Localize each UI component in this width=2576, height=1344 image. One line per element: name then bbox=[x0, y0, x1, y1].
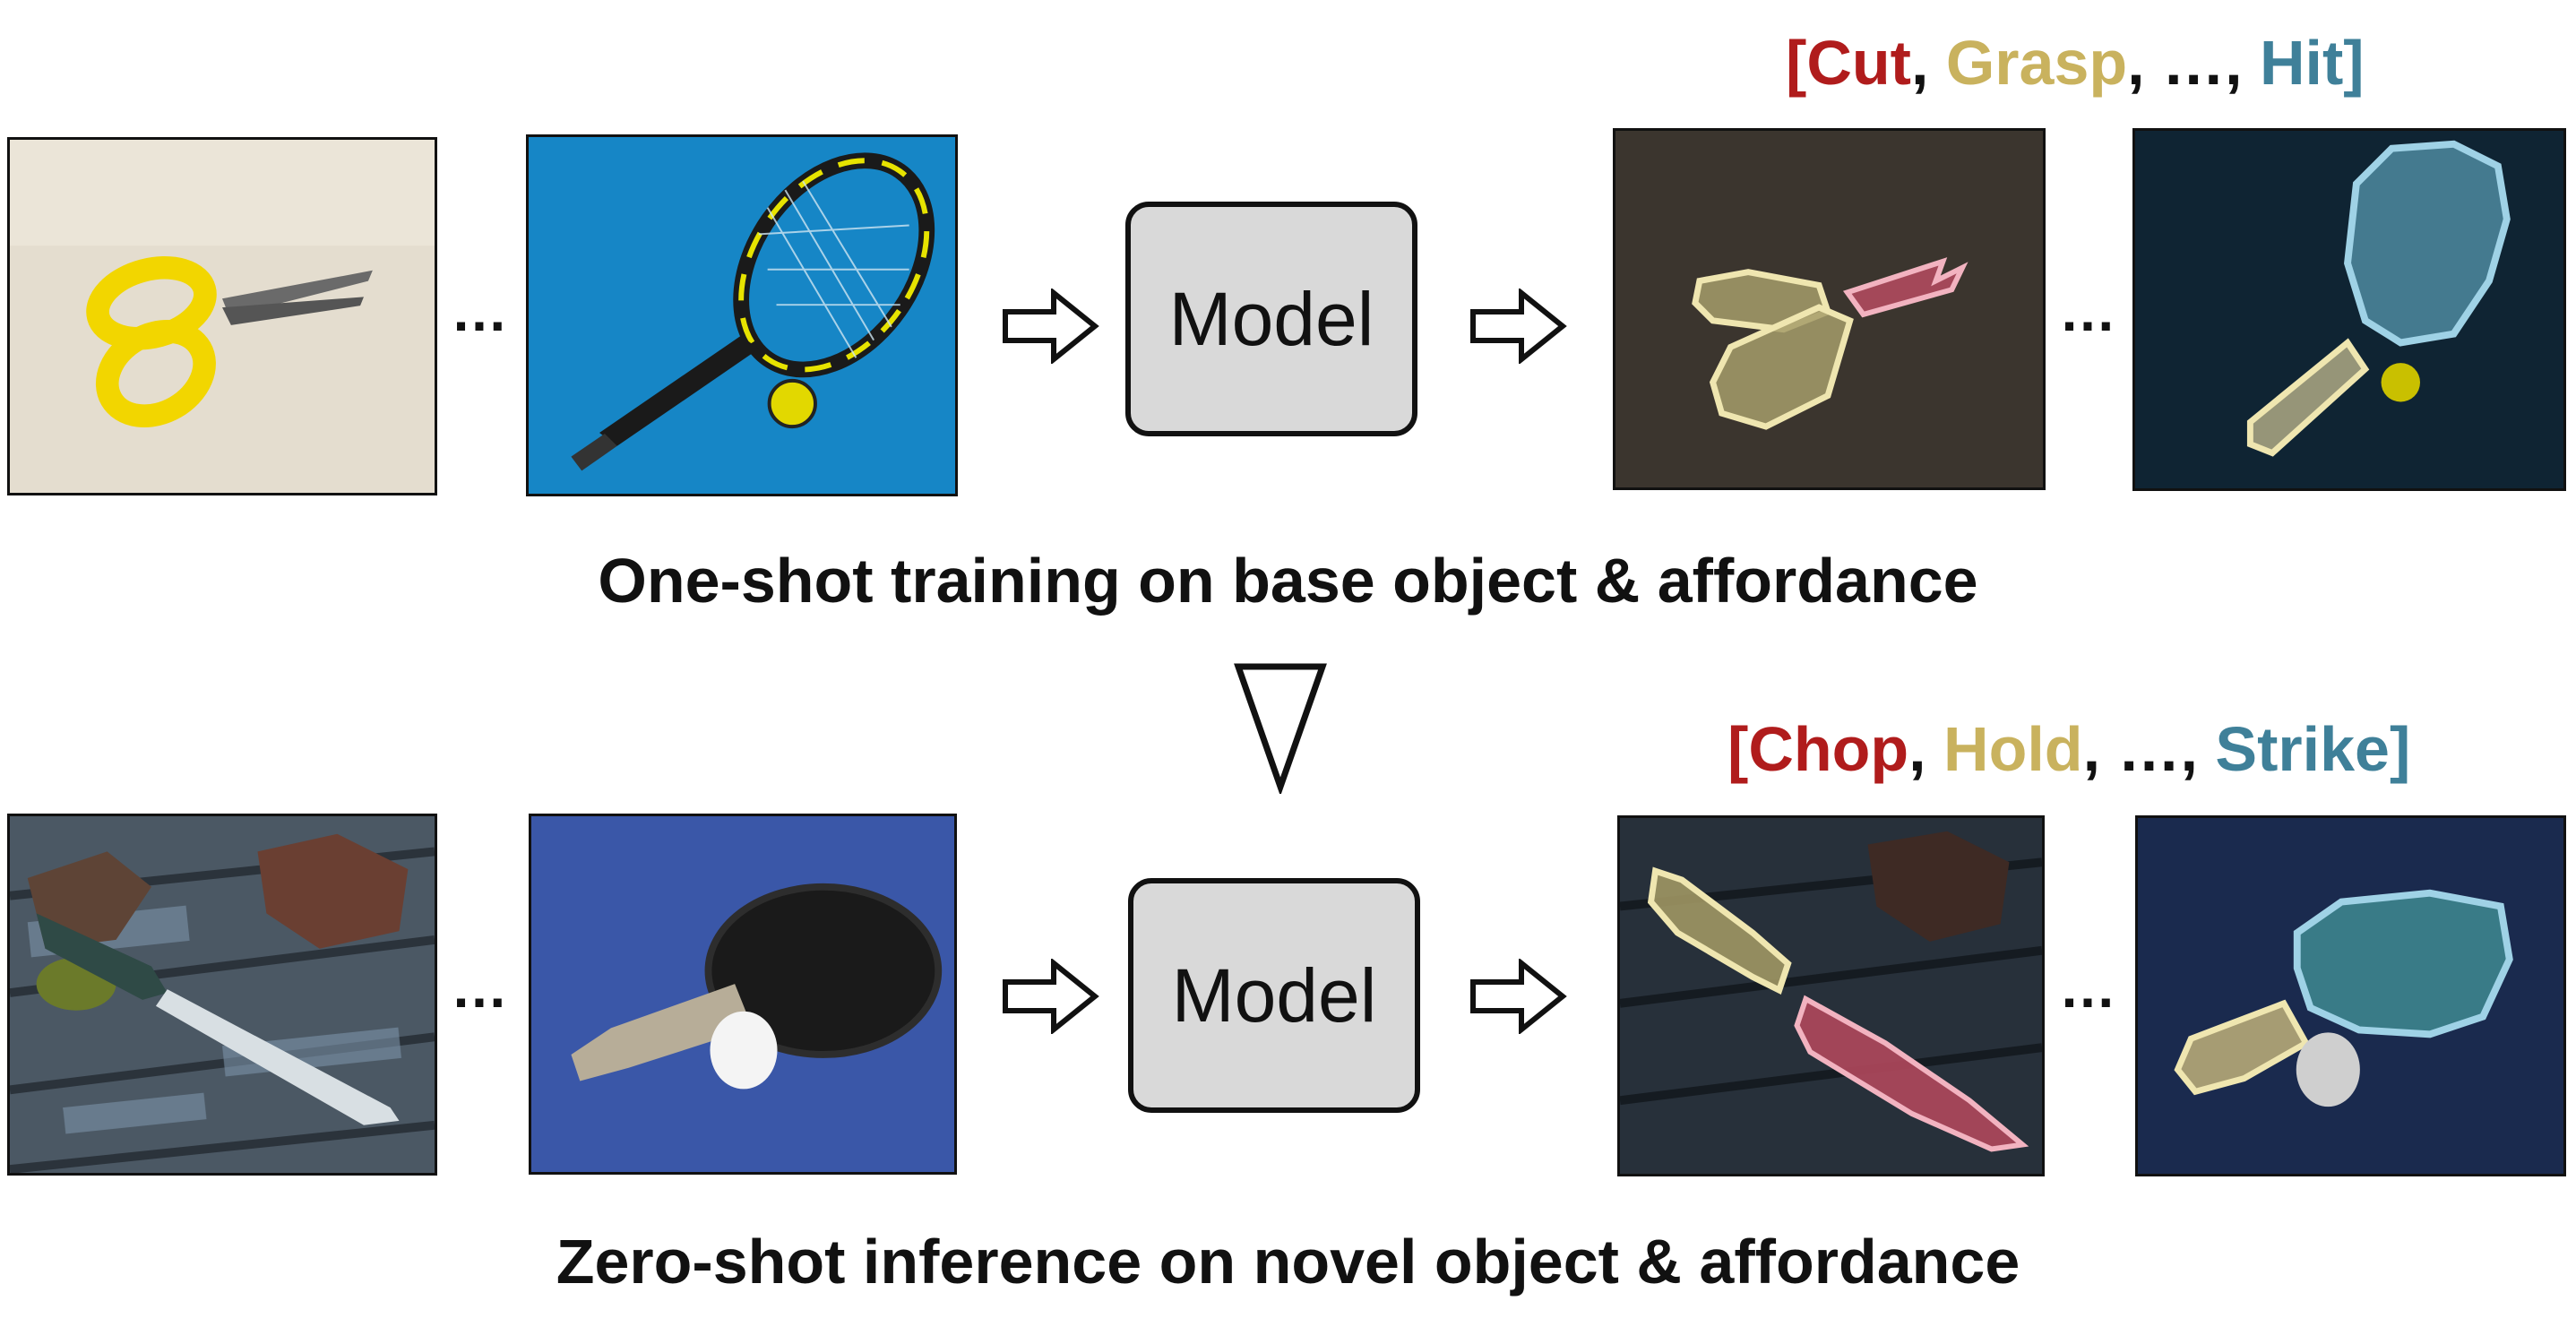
top-affordance-labels: [Cut, Grasp, …, Hit] bbox=[1786, 27, 2365, 99]
scissors-affordance-output-image bbox=[1613, 128, 2046, 490]
bottom-affordance-labels: [Chop, Hold, …, Strike] bbox=[1727, 713, 2410, 785]
top-model-box: Model bbox=[1125, 202, 1417, 436]
scissors-input-image bbox=[7, 137, 437, 495]
label-sep: , bbox=[1908, 714, 1944, 784]
bottom-right-arrow-icon-1 bbox=[1003, 959, 1099, 1034]
knife-affordance-output-image bbox=[1617, 815, 2045, 1176]
label-sep: , bbox=[1910, 28, 1946, 98]
down-triangle-icon bbox=[1234, 663, 1327, 794]
label-ellipsis: … bbox=[2117, 714, 2181, 784]
label-cut: Cut bbox=[1806, 28, 1911, 98]
bottom-caption: Zero-shot inference on novel object & af… bbox=[556, 1227, 2020, 1297]
knife-input-image bbox=[7, 814, 437, 1176]
racket-affordance-output-image bbox=[2132, 128, 2566, 491]
label-bracket-open: [ bbox=[1786, 28, 1807, 98]
bottom-right-arrow-icon-2 bbox=[1470, 959, 1567, 1034]
label-strike: Strike bbox=[2215, 714, 2390, 784]
top-right-ellipsis: … bbox=[2059, 279, 2118, 343]
tennis-racket-input-image bbox=[526, 134, 958, 496]
top-caption: One-shot training on base object & affor… bbox=[598, 546, 1978, 616]
top-left-ellipsis: … bbox=[451, 279, 510, 343]
bottom-model-box: Model bbox=[1128, 878, 1420, 1113]
label-bracket-close: ] bbox=[2389, 714, 2411, 784]
label-ellipsis: … bbox=[2162, 28, 2226, 98]
bottom-left-ellipsis: … bbox=[451, 955, 510, 1020]
label-chop: Chop bbox=[1748, 714, 1909, 784]
label-hold: Hold bbox=[1943, 714, 2083, 784]
label-bracket-close: ] bbox=[2343, 28, 2365, 98]
bottom-right-ellipsis: … bbox=[2059, 955, 2118, 1020]
label-hit: Hit bbox=[2259, 28, 2344, 98]
label-sep: , bbox=[2225, 28, 2260, 98]
top-right-arrow-icon-2 bbox=[1470, 289, 1567, 364]
paddle-affordance-output-image bbox=[2135, 815, 2566, 1176]
top-right-arrow-icon-1 bbox=[1003, 289, 1099, 364]
label-sep: , bbox=[2127, 28, 2163, 98]
label-sep: , bbox=[2180, 714, 2216, 784]
ping-pong-paddle-input-image bbox=[529, 814, 957, 1175]
label-bracket-open: [ bbox=[1727, 714, 1749, 784]
label-grasp: Grasp bbox=[1945, 28, 2128, 98]
label-sep: , bbox=[2082, 714, 2118, 784]
